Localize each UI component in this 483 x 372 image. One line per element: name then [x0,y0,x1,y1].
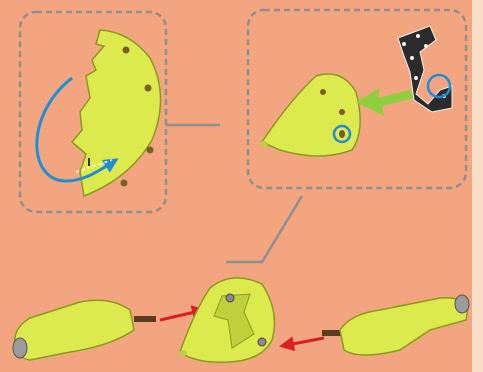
fan-hole-2 [145,85,152,92]
right-arm [322,295,469,355]
panel-step-1 [20,12,166,212]
connector-panel2-bottom [226,196,302,262]
red-right-arrow [282,338,324,346]
center-cone [179,278,274,362]
right-shaft [322,330,342,336]
panel-step-2 [248,10,466,188]
flat-fan-piece [72,30,161,196]
bottom-assembly [13,278,469,362]
fan-hole-4 [121,180,128,187]
cone-hole-1 [320,89,326,95]
green-insert-arrow [356,88,414,116]
left-shaft [134,316,156,322]
cone-hole-2 [339,109,345,115]
fan-hole-1 [123,47,130,54]
fan-hole-3 [147,147,154,154]
left-arm [13,300,156,360]
cone-piece [262,74,360,156]
